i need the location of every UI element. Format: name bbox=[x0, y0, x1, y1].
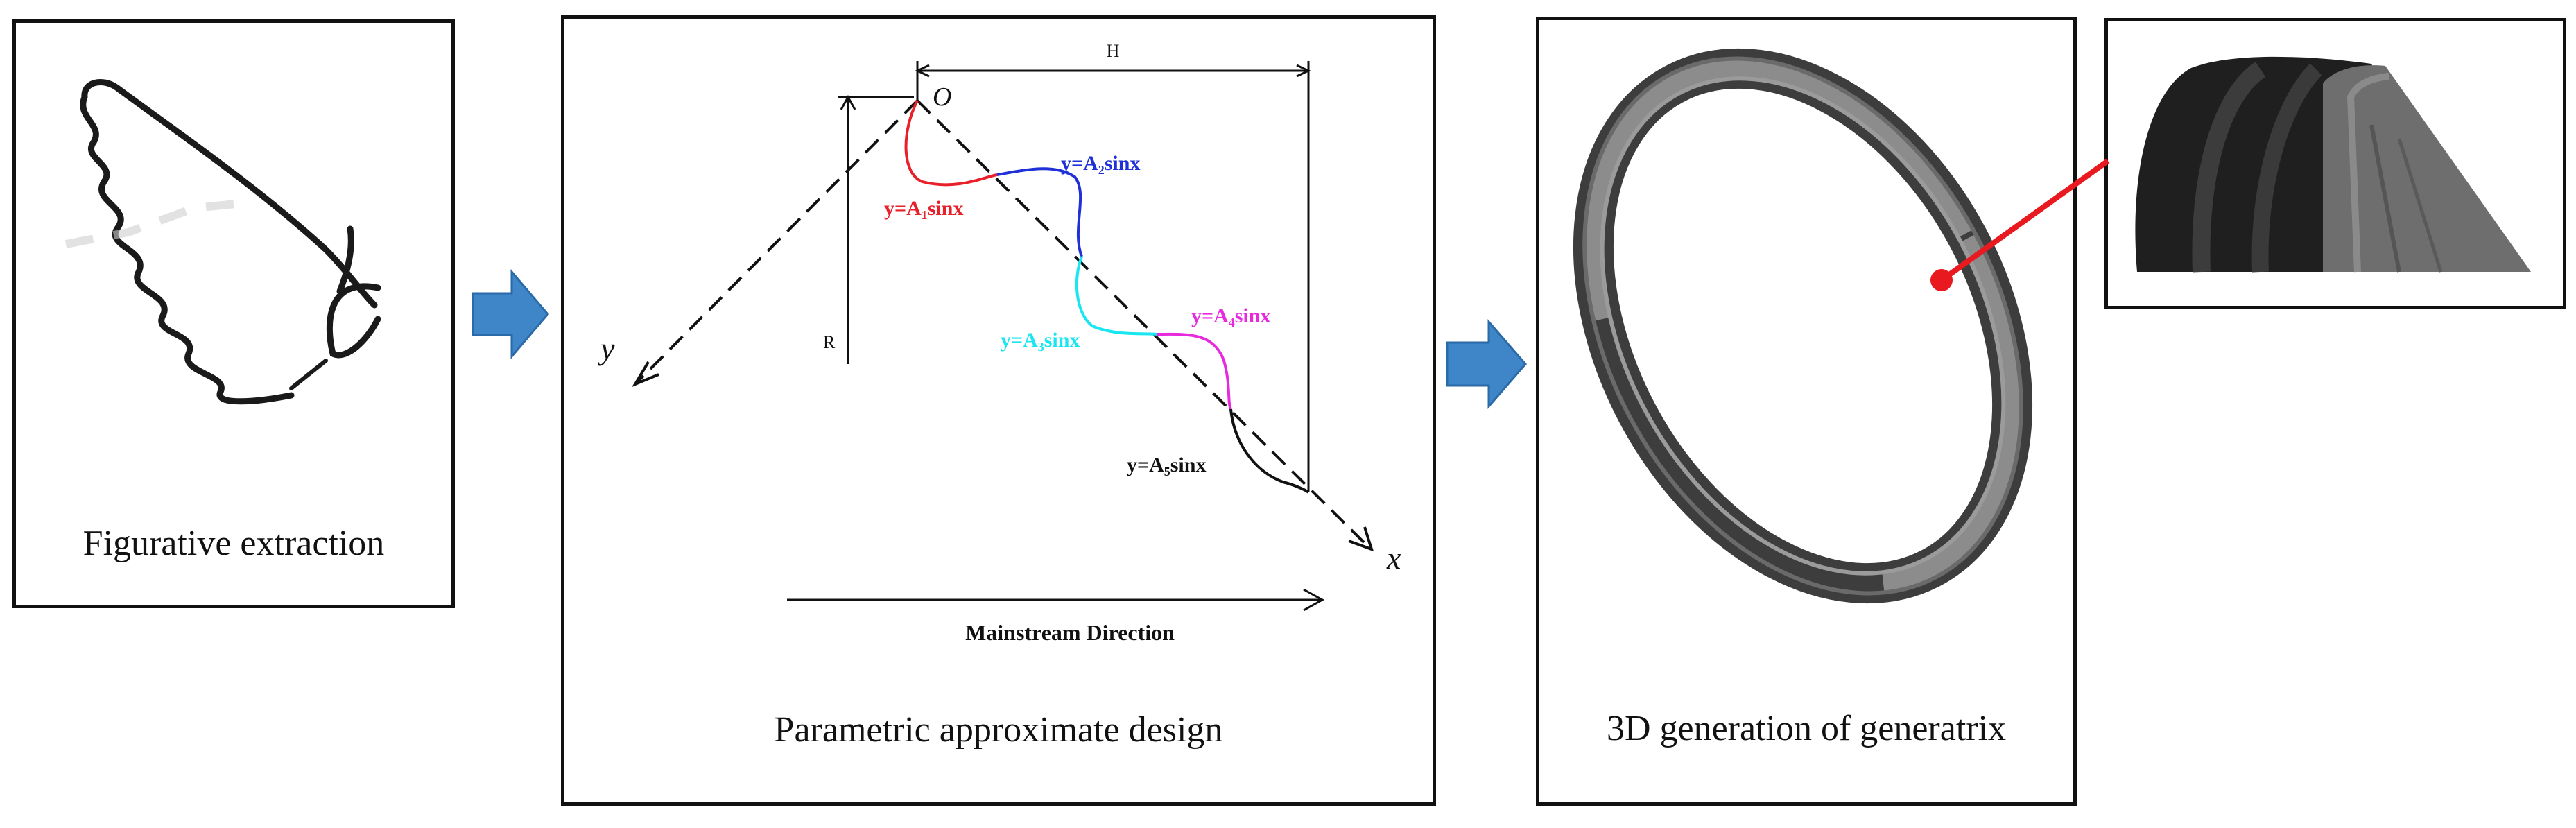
segment-a4 bbox=[1156, 332, 1232, 410]
x-axis-line bbox=[916, 99, 1371, 549]
sketch-drawing bbox=[80, 79, 381, 405]
parametric-diagram: H R O y x y=A₁sinx y=A₂sinx y=A₃sinx y=A… bbox=[598, 41, 1401, 645]
equation-a4: y=A₄sinx bbox=[1191, 304, 1270, 327]
flow-arrow-2 bbox=[1446, 318, 1527, 410]
segment-a2 bbox=[996, 167, 1083, 257]
zoom-inset-image bbox=[2135, 56, 2531, 273]
segment-a1 bbox=[904, 100, 998, 187]
zoom-pointer-line bbox=[1939, 158, 2110, 283]
label-x-axis: x bbox=[1386, 540, 1401, 576]
segment-a5 bbox=[1229, 408, 1310, 494]
zoom-pointer-dot bbox=[1930, 269, 1953, 291]
generatrix-ring bbox=[1573, 48, 2033, 604]
sketch-shadow bbox=[64, 198, 250, 248]
equation-a5: y=A₅sinx bbox=[1127, 454, 1206, 476]
y-axis-line bbox=[635, 99, 919, 384]
parametric-diagram-panel bbox=[561, 15, 1436, 660]
label-y-axis: y bbox=[598, 331, 615, 366]
parametric-caption: Parametric approximate design bbox=[561, 657, 1436, 806]
flow-arrow-1 bbox=[472, 268, 549, 360]
label-origin: O bbox=[933, 83, 951, 112]
equation-a2: y=A₂sinx bbox=[1061, 152, 1140, 175]
extraction-caption: Figurative extraction bbox=[12, 482, 455, 608]
generation-caption: 3D generation of generatrix bbox=[1536, 655, 2077, 806]
equation-a3: y=A₃sinx bbox=[1001, 329, 1080, 352]
label-r: R bbox=[823, 332, 836, 352]
mainstream-label: Mainstream Direction bbox=[965, 620, 1175, 645]
segment-a3 bbox=[1075, 256, 1157, 336]
label-h: H bbox=[1107, 41, 1120, 61]
equation-a1: y=A₁sinx bbox=[884, 197, 963, 220]
